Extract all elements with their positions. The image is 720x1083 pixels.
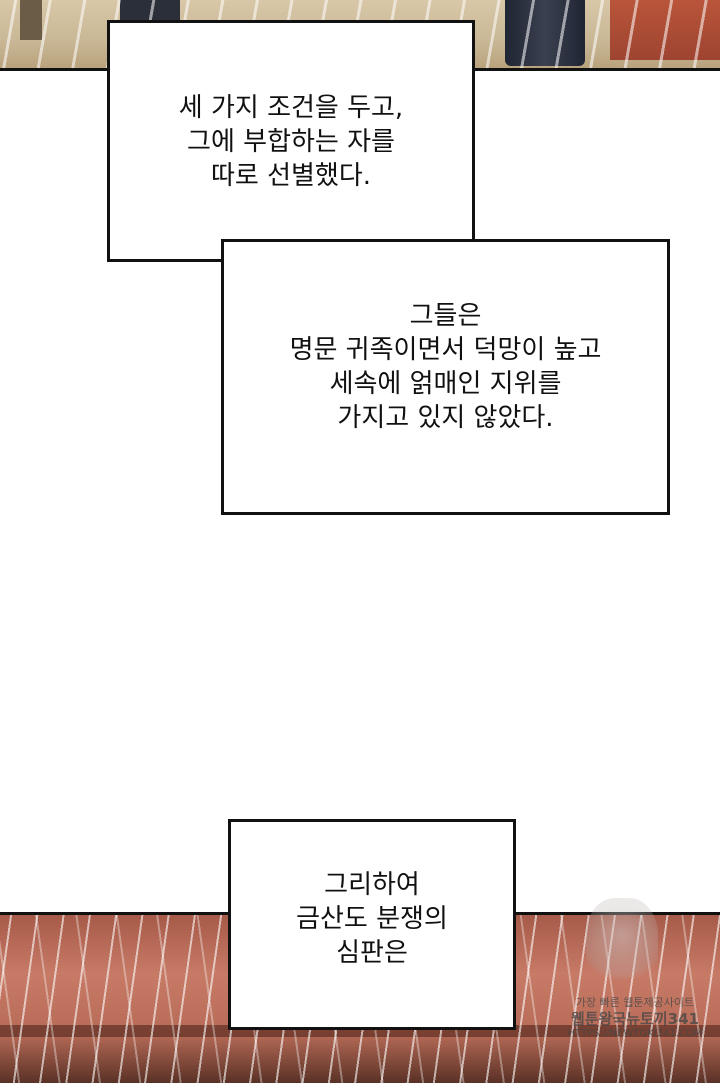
narration-box-3: 그리하여 금산도 분쟁의 심판은: [228, 819, 516, 1030]
narration-box-2: 그들은 명문 귀족이면서 덕망이 높고 세속에 얽매인 지위를 가지고 있지 않…: [221, 239, 670, 515]
narration-line: 그에 부합하는 자를: [187, 127, 395, 157]
watermark-tagline: 가장 빠른 웹툰제공사이트: [575, 996, 695, 1009]
watermark-url: HTTPS://NEWTOKI341.COM: [567, 1028, 703, 1039]
narration-line: 명문 귀족이면서 덕망이 높고: [289, 335, 602, 365]
box-overlap-mask: [224, 242, 472, 265]
narration-line: 심판은: [336, 938, 408, 968]
narration-line: 세 가지 조건을 두고,: [178, 93, 404, 123]
narration-line: 그리하여: [324, 870, 420, 900]
narration-line: 세속에 얽매인 지위를: [329, 369, 562, 399]
narration-line: 금산도 분쟁의: [296, 904, 448, 934]
narration-line: 그들은: [409, 301, 482, 331]
narration-box-1: 세 가지 조건을 두고, 그에 부합하는 자를 따로 선별했다.: [107, 20, 475, 262]
watermark-title: 웹툰왕국뉴토끼341: [571, 1010, 699, 1028]
watermark-mascot-icon: [586, 898, 658, 990]
narration-line: 따로 선별했다.: [210, 161, 372, 191]
narration-line: 가지고 있지 않았다.: [337, 403, 554, 433]
site-watermark: 가장 빠른 웹툰제공사이트 웹툰왕국뉴토끼341 HTTPS://NEWTOKI…: [550, 996, 720, 1040]
